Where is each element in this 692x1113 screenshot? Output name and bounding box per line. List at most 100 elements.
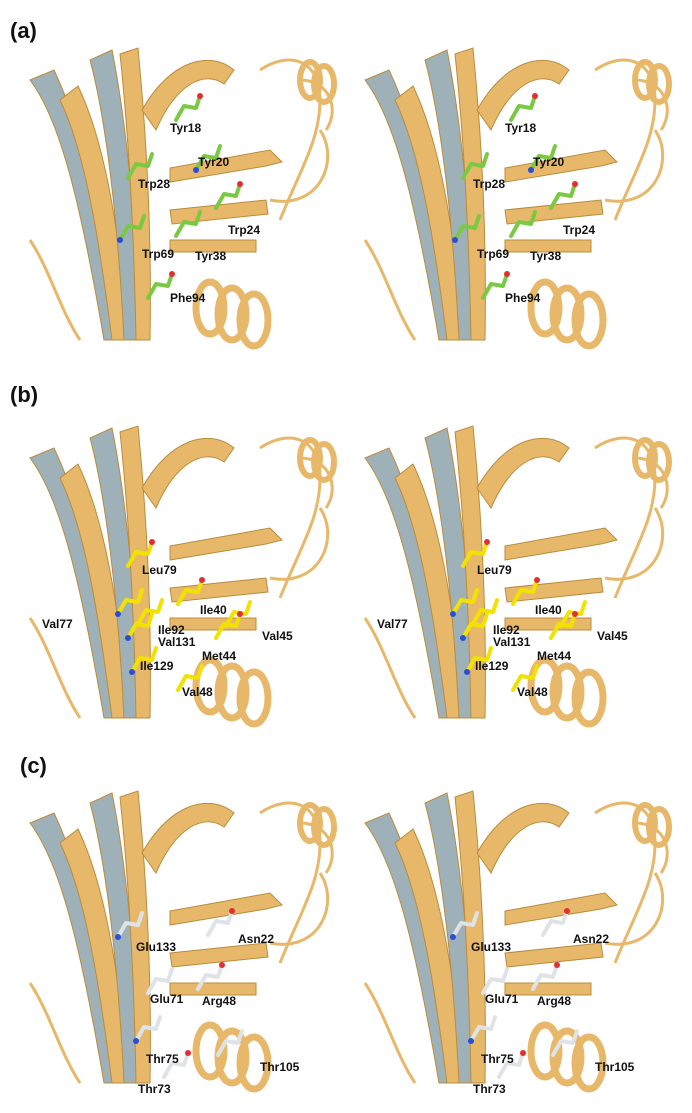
loop <box>365 983 415 1083</box>
residue-label: Trp24 <box>228 223 260 237</box>
side-chain <box>511 96 535 120</box>
residue-label: Thr75 <box>481 1052 514 1066</box>
stereo-view-left: Asn22Glu133Glu71Arg48Thr75Thr105Thr73 <box>20 783 350 1113</box>
residue-label: Val48 <box>182 685 213 699</box>
beta-strand <box>142 60 234 130</box>
residue-label: Phe94 <box>170 291 206 305</box>
residue-label: Arg48 <box>202 994 236 1008</box>
helix <box>649 809 669 845</box>
loop <box>270 873 328 944</box>
side-chain <box>148 969 172 993</box>
protein-structure: Tyr18Tyr20Trp28Trp24Trp69Tyr38Phe94 <box>20 40 350 370</box>
panel-c: (c) Asn22Glu133Glu71Arg48Thr75Thr105Thr7… <box>0 745 692 1113</box>
side-chain <box>148 274 172 298</box>
nitrogen-atom <box>468 1038 474 1044</box>
residue-label: Asn22 <box>238 932 274 946</box>
oxygen-atom <box>237 181 243 187</box>
residue-label: Asn22 <box>573 932 609 946</box>
residue-label: Glu133 <box>136 940 176 954</box>
beta-strand <box>477 803 569 873</box>
oxygen-atom <box>554 962 560 968</box>
nitrogen-atom <box>125 635 131 641</box>
residue-label: Val131 <box>158 635 196 649</box>
protein-structure: Leu79Val77Ile92Ile40Val131Val45Met44Ile1… <box>355 418 685 748</box>
loop <box>365 618 415 718</box>
residue-label: Leu79 <box>477 563 512 577</box>
nitrogen-atom <box>133 1038 139 1044</box>
residue-label: Tyr38 <box>530 249 561 263</box>
residue-label: Val131 <box>493 635 531 649</box>
oxygen-atom <box>484 539 490 545</box>
side-chain <box>483 274 507 298</box>
beta-strand <box>505 893 617 925</box>
residue-label: Thr73 <box>138 1082 171 1096</box>
residue-label: Trp24 <box>563 223 595 237</box>
residue-label: Tyr20 <box>198 155 229 169</box>
residue-label: Trp69 <box>477 247 509 261</box>
oxygen-atom <box>520 1050 526 1056</box>
beta-strand <box>170 893 282 925</box>
residue-label: Arg48 <box>537 994 571 1008</box>
residue-label: Val77 <box>42 617 73 631</box>
oxygen-atom <box>185 1050 191 1056</box>
residue-label: Glu133 <box>471 940 511 954</box>
stereo-view-right: Leu79Val77Ile92Ile40Val131Val45Met44Ile1… <box>355 418 685 748</box>
helix <box>314 66 334 102</box>
beta-strand <box>505 528 617 560</box>
loop <box>605 130 663 201</box>
nitrogen-atom <box>450 611 456 617</box>
nitrogen-atom <box>117 237 123 243</box>
nitrogen-atom <box>115 934 121 940</box>
residue-label: Thr105 <box>595 1060 635 1074</box>
residue-label: Ile40 <box>535 603 562 617</box>
oxygen-atom <box>229 908 235 914</box>
loop <box>30 983 80 1083</box>
beta-strand <box>170 943 268 967</box>
oxygen-atom <box>532 93 538 99</box>
panel-label: (c) <box>20 753 47 779</box>
residue-label: Trp28 <box>473 177 505 191</box>
nitrogen-atom <box>452 237 458 243</box>
loop <box>605 508 663 579</box>
oxygen-atom <box>504 271 510 277</box>
ribbon-cartoon <box>30 791 334 1089</box>
helix <box>314 444 334 480</box>
oxygen-atom <box>149 539 155 545</box>
loop <box>270 508 328 579</box>
nitrogen-atom <box>464 669 470 675</box>
residue-label: Thr105 <box>260 1060 300 1074</box>
residue-label: Ile129 <box>475 659 509 673</box>
residue-label: Thr73 <box>473 1082 506 1096</box>
panel-label: (b) <box>10 382 38 408</box>
nitrogen-atom <box>460 635 466 641</box>
side-chain <box>176 96 200 120</box>
residue-label: Leu79 <box>142 563 177 577</box>
residue-label: Thr75 <box>146 1052 179 1066</box>
oxygen-atom <box>169 271 175 277</box>
nitrogen-atom <box>450 934 456 940</box>
beta-strand <box>477 438 569 508</box>
residue-label: Tyr20 <box>533 155 564 169</box>
residue-label: Tyr18 <box>505 121 536 135</box>
residue-label: Trp28 <box>138 177 170 191</box>
oxygen-atom <box>199 577 205 583</box>
residue-label: Met44 <box>202 649 236 663</box>
residue-label: Phe94 <box>505 291 541 305</box>
oxygen-atom <box>534 577 540 583</box>
loop <box>270 130 328 201</box>
loop <box>605 873 663 944</box>
oxygen-atom <box>237 611 243 617</box>
protein-structure: Tyr18Tyr20Trp28Trp24Trp69 Tyr38Phe94 <box>355 40 685 370</box>
beta-strand <box>505 943 603 967</box>
ribbon-cartoon <box>365 791 669 1089</box>
residue-label: Val48 <box>517 685 548 699</box>
oxygen-atom <box>197 93 203 99</box>
